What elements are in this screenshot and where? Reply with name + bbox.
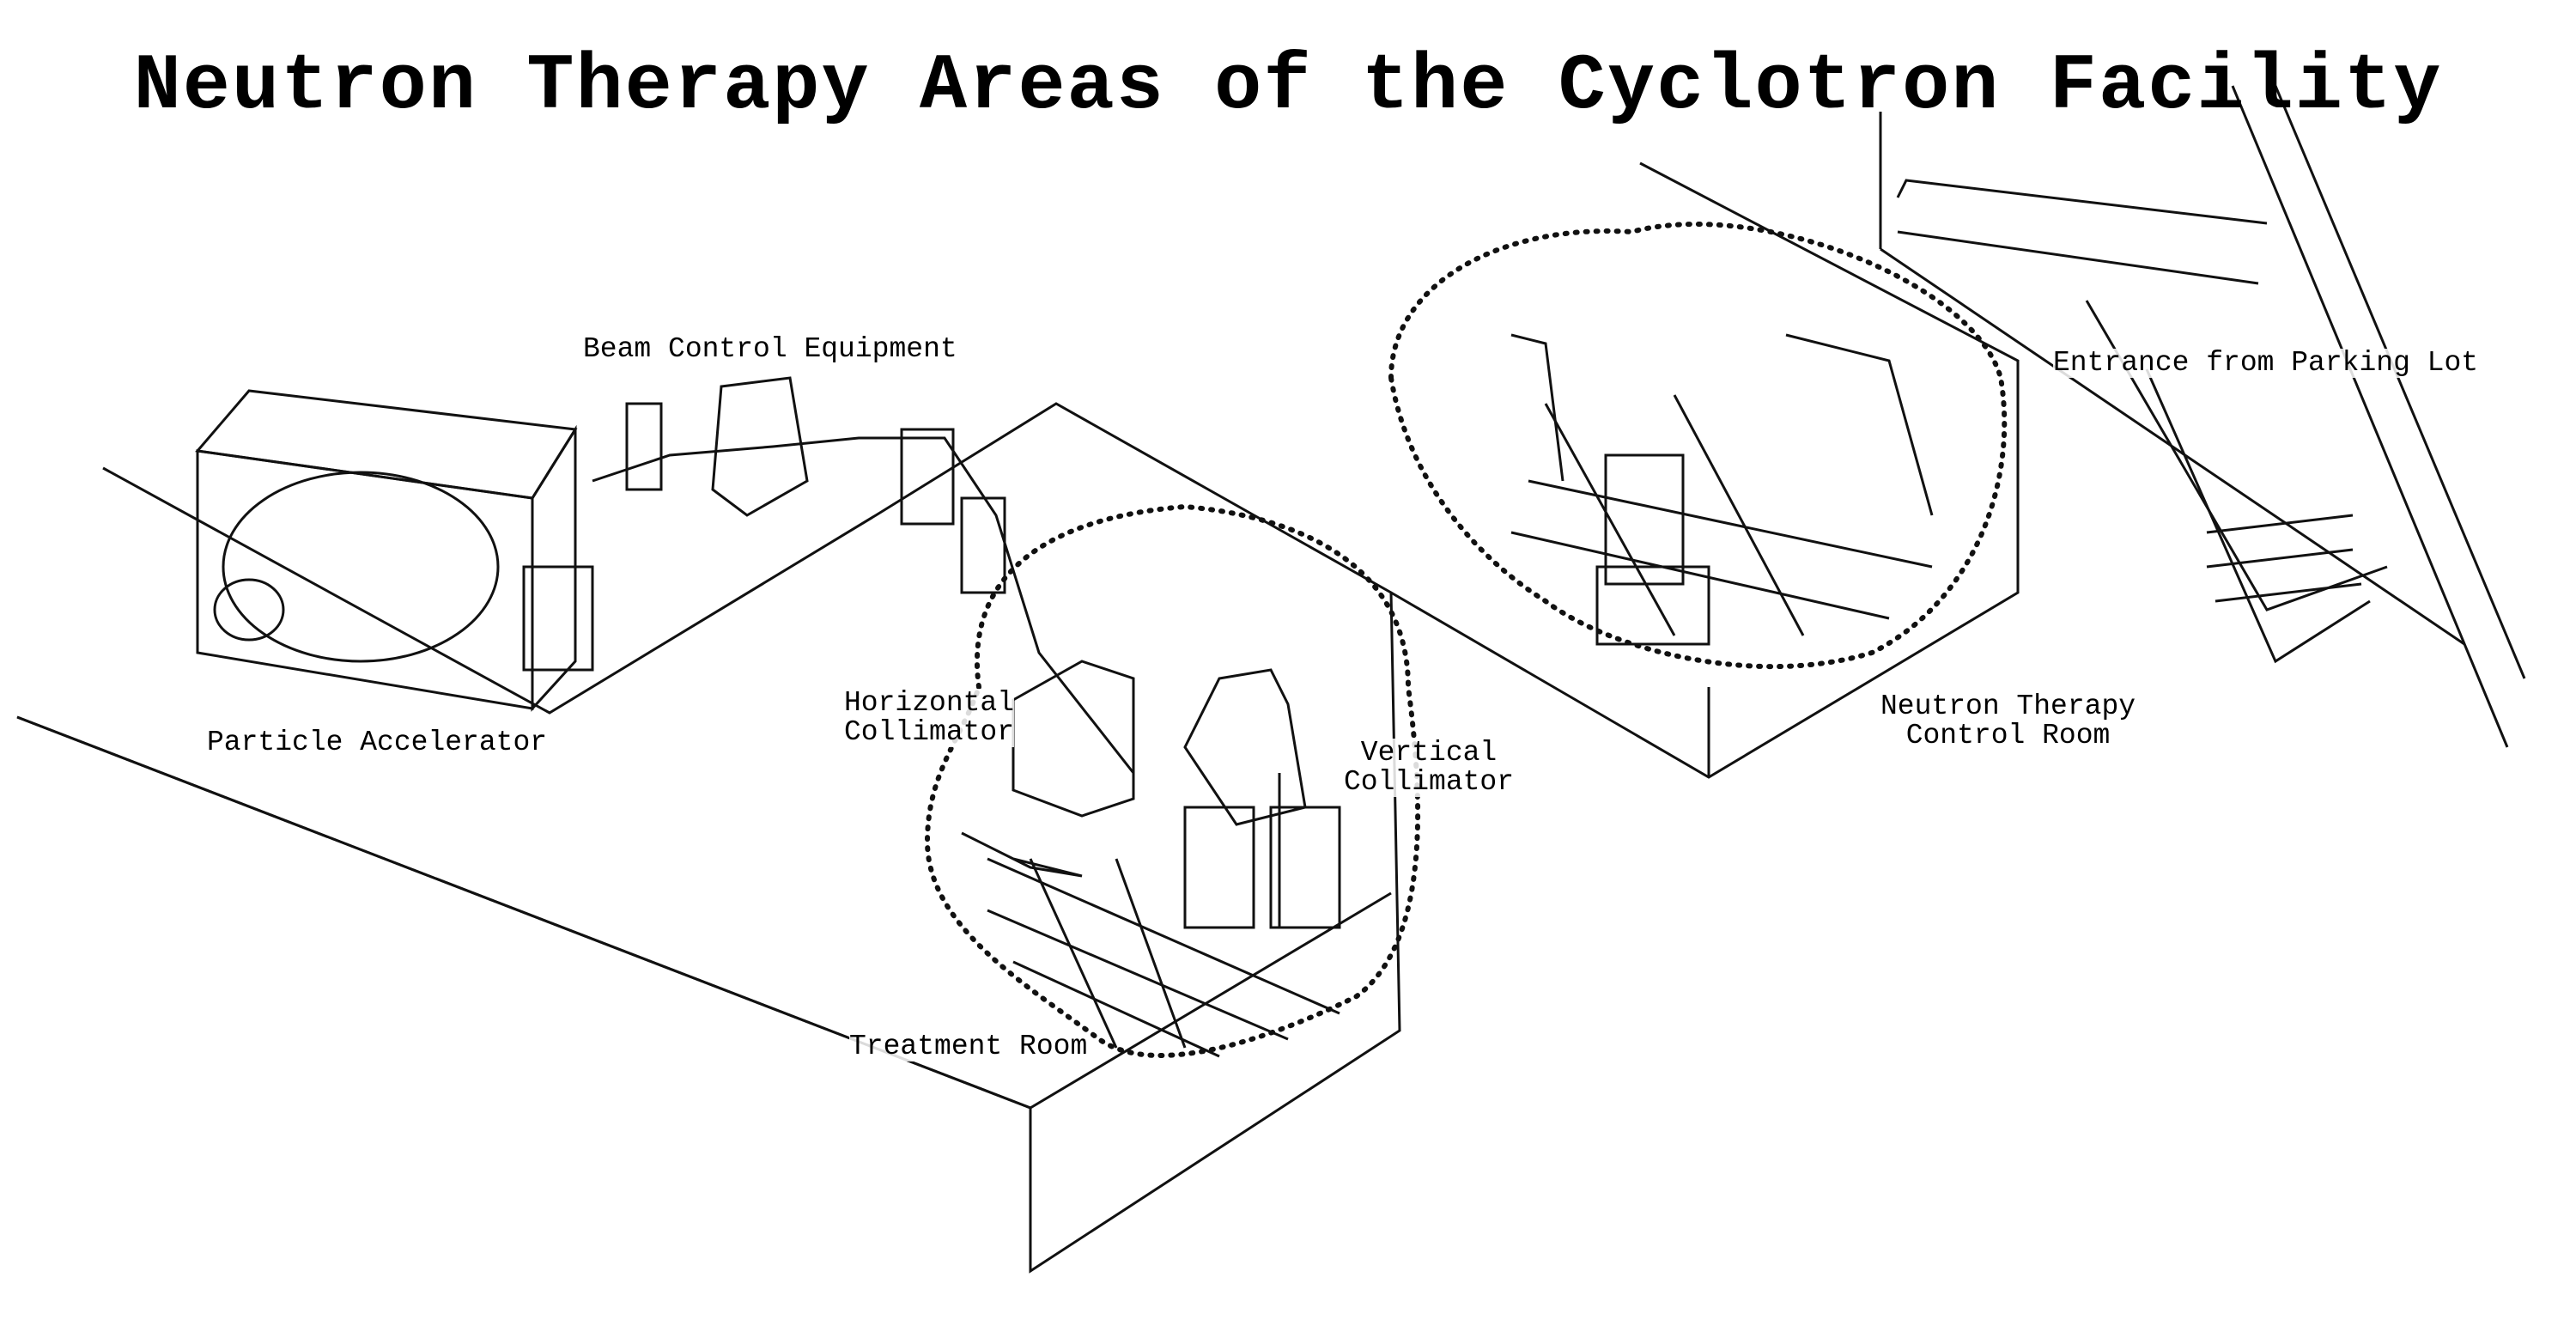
label-beam-control-equipment: Beam Control Equipment: [583, 333, 957, 365]
label-vertical-collimator: Vertical Collimator: [1344, 737, 1515, 798]
label-horizontal-collimator: Horizontal Collimator: [844, 687, 1015, 748]
beam-line-drawing: [592, 376, 1135, 774]
particle-accelerator-drawing: [195, 389, 594, 712]
label-treatment-room: Treatment Room: [849, 1031, 1088, 1062]
entrance-stairs-drawing: [1896, 179, 2388, 664]
diagram-title: Neutron Therapy Areas of the Cyclotron F…: [133, 41, 2443, 131]
control-room-drawing: [1388, 222, 2008, 670]
treatment-room-drawing: [924, 503, 1421, 1058]
label-particle-accelerator: Particle Accelerator: [207, 727, 548, 758]
building-outline: [16, 85, 2526, 1274]
label-entrance-from-parking-lot: Entrance from Parking Lot: [2053, 347, 2479, 379]
label-neutron-therapy-control-room: Neutron Therapy Control Room: [1880, 690, 2136, 751]
